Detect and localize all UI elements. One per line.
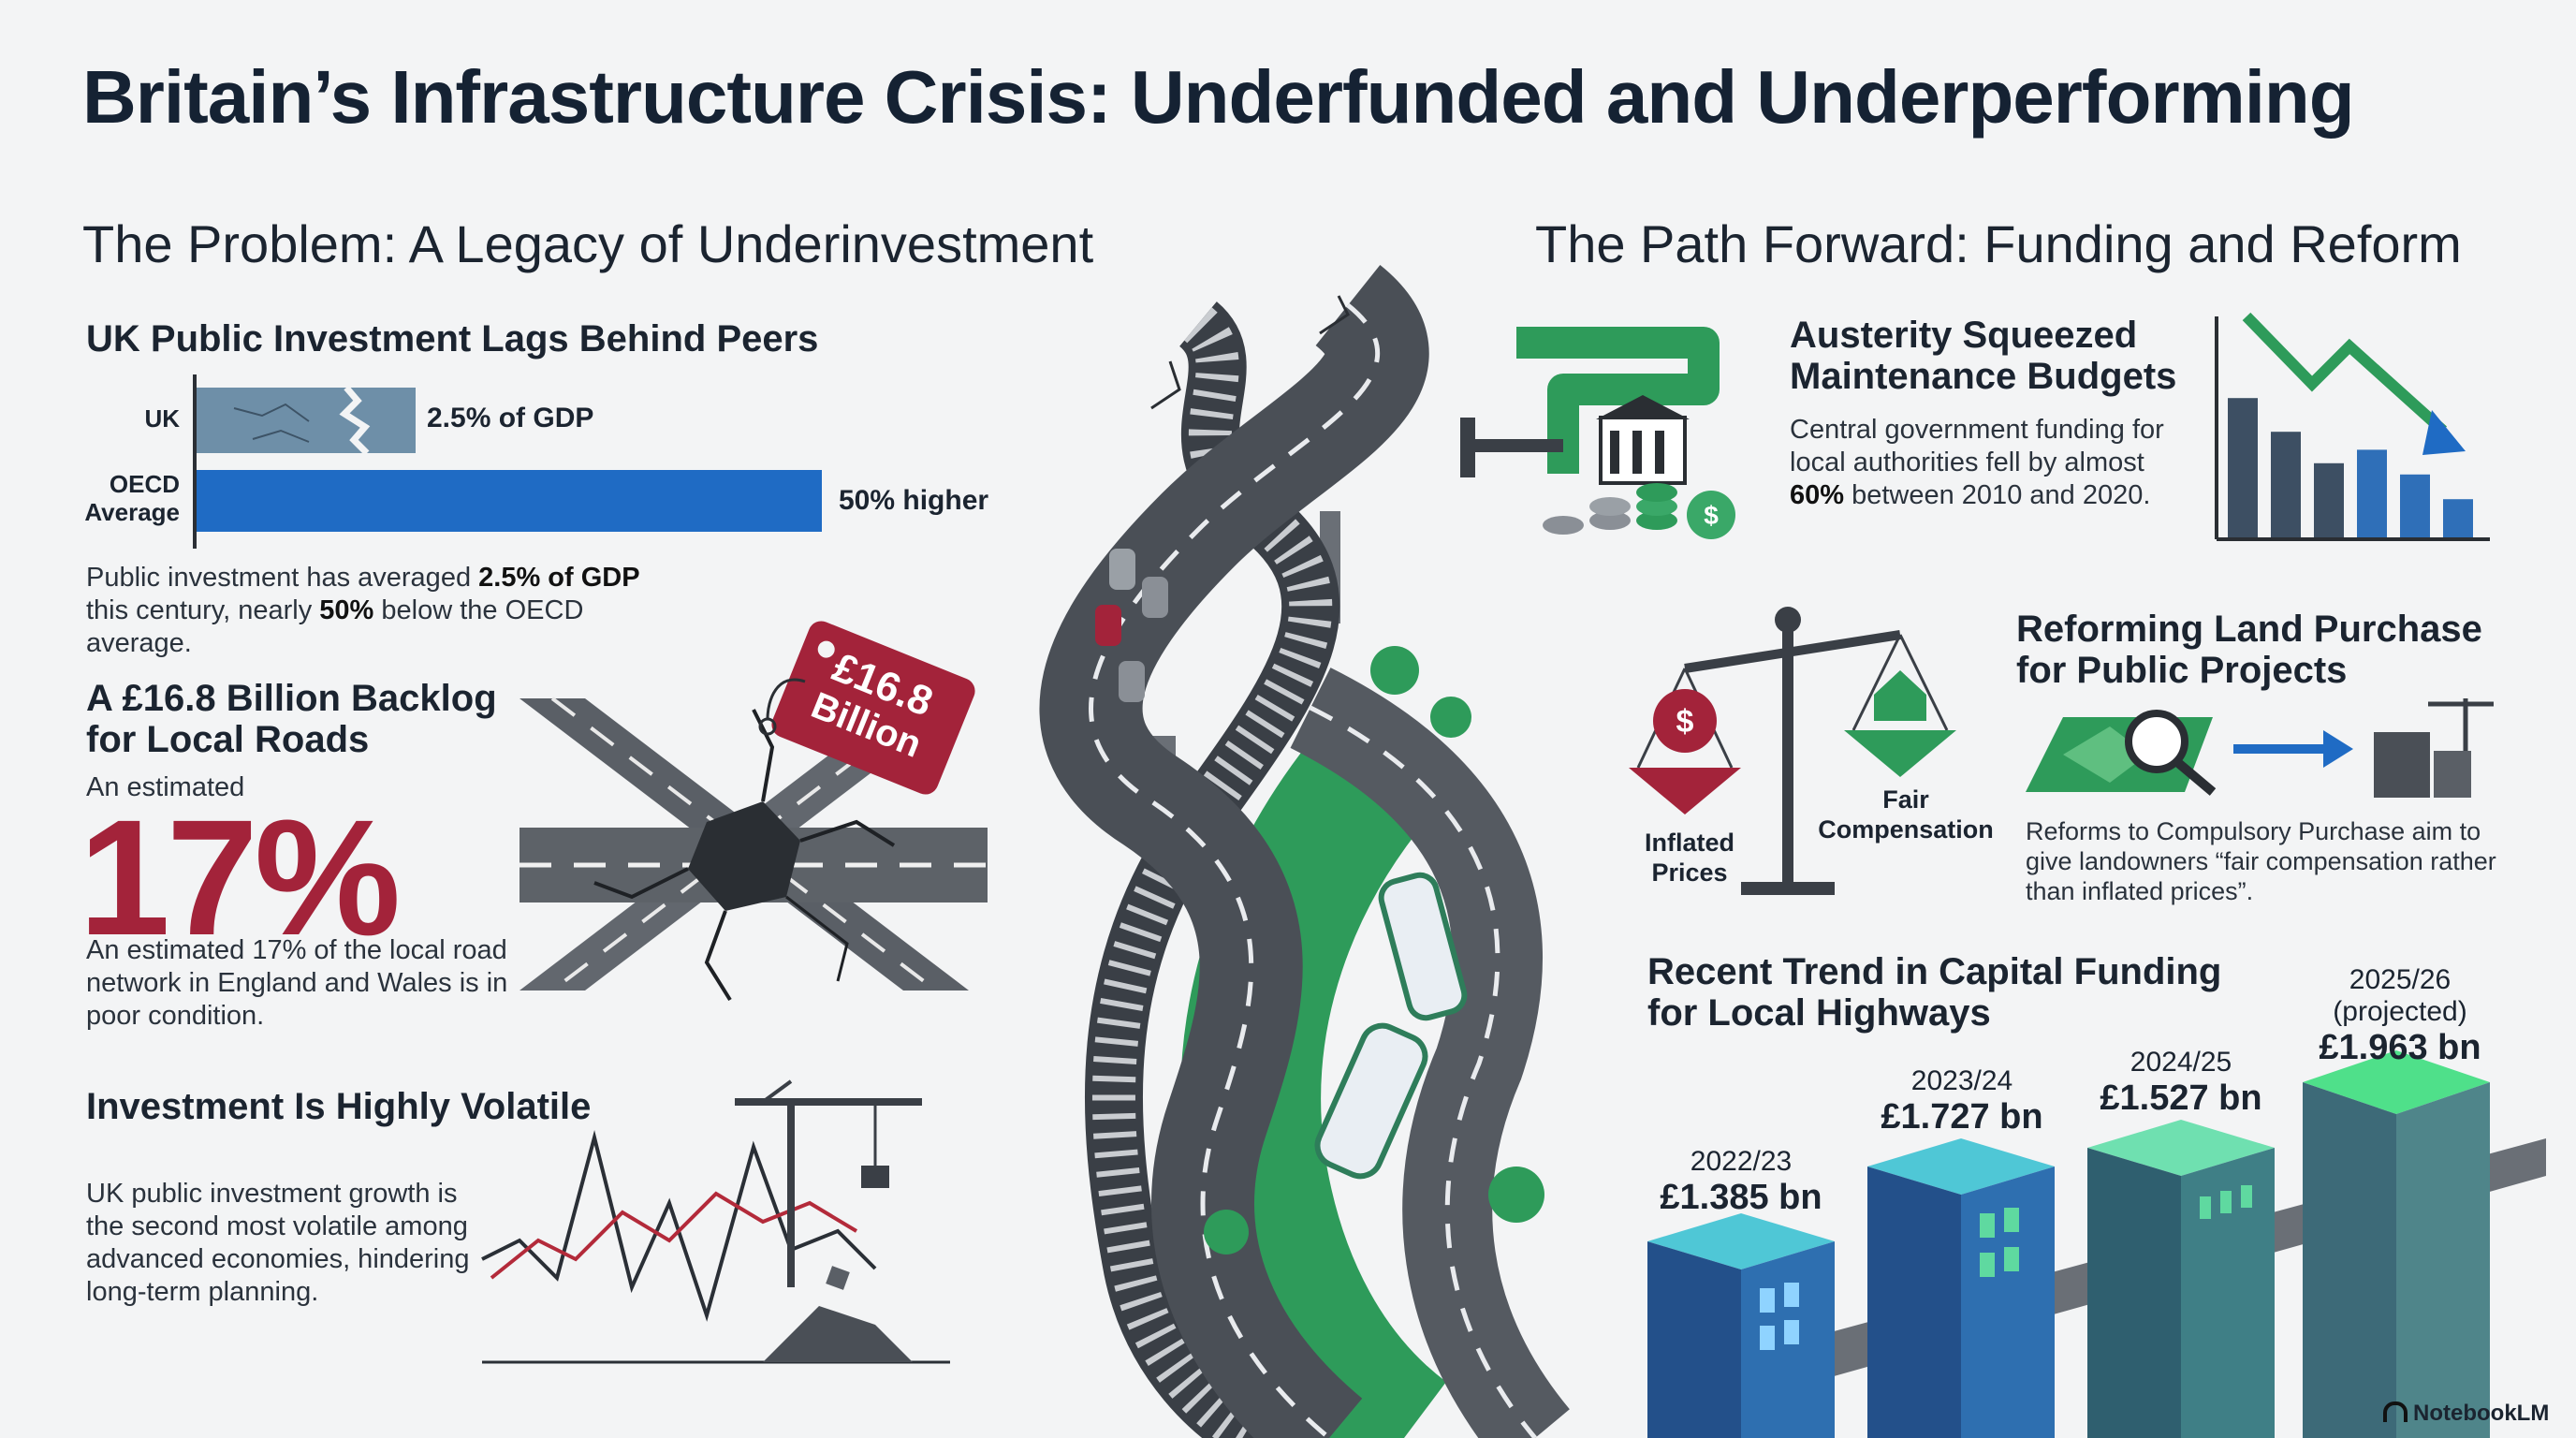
austerity-heading: Austerity Squeezed Maintenance Budgets — [1790, 315, 2177, 397]
svg-text:$: $ — [1676, 704, 1694, 740]
funding-item-2023: 2023/24 £1.727 bn — [1881, 1065, 2043, 1137]
clamp-bank-icon: $ — [1460, 327, 1735, 539]
notebooklm-logo-icon — [2383, 1401, 2408, 1422]
decline-bar — [2400, 474, 2430, 537]
uk-investment-bar — [197, 388, 416, 453]
bar-axis — [193, 374, 197, 549]
uk-bar-label: UK — [144, 404, 180, 433]
volatile-body: UK public investment growth is the secon… — [86, 1179, 470, 1307]
backlog-body: An estimated 17% of the local road netwo… — [86, 935, 508, 1031]
balance-scale-icon: $ — [1629, 607, 1956, 895]
crack-icon — [233, 388, 371, 453]
funding-towers-illustration — [1647, 1050, 2546, 1438]
backlog-estimated-label: An estimated — [86, 772, 245, 802]
road-and-rail-illustration — [1039, 265, 1571, 1438]
tag-string-icon — [758, 678, 806, 736]
land-body: Reforms to Compulsory Purchase aim to gi… — [2026, 817, 2496, 905]
oecd-value: 50% higher — [839, 485, 989, 516]
funding-item-2022: 2022/23 £1.385 bn — [1660, 1146, 1822, 1217]
volatile-heading: Investment Is Highly Volatile — [86, 1086, 592, 1127]
problem-heading: The Problem: A Legacy of Underinvestment — [82, 214, 1094, 273]
funding-tower-2022 — [1647, 1213, 1835, 1438]
declining-bar-chart-icon — [2215, 312, 2490, 541]
notebooklm-badge: NotebookLM — [2383, 1401, 2549, 1427]
decline-bar — [2357, 449, 2387, 537]
page-title: Britain’s Infrastructure Crisis: Underfu… — [82, 55, 2355, 139]
funding-item-2025: 2025/26 (projected) £1.963 bn — [2319, 964, 2481, 1067]
austerity-body: Central government funding for local aut… — [1790, 415, 2164, 510]
decline-bar — [2228, 398, 2258, 537]
peers-heading: UK Public Investment Lags Behind Peers — [86, 318, 819, 360]
svg-text:$: $ — [1704, 501, 1719, 530]
oecd-bar-label: OECD Average — [84, 470, 180, 526]
cracked-crossroad-icon — [520, 697, 988, 1002]
uk-value: 2.5% of GDP — [427, 403, 594, 433]
peers-body: Public investment has averaged 2.5% of G… — [86, 563, 640, 658]
forward-heading: The Path Forward: Funding and Reform — [1535, 214, 2462, 273]
funding-item-2024: 2024/25 £1.527 bn — [2100, 1047, 2262, 1118]
decline-bar — [2314, 462, 2344, 537]
volatility-chart-icon — [481, 1079, 950, 1364]
fair-compensation-label: Fair Compensation — [1818, 785, 1994, 844]
oecd-investment-bar — [197, 470, 822, 532]
backlog-big-stat: 17% — [79, 786, 401, 970]
funding-tower-2024 — [2087, 1120, 2275, 1438]
land-heading: Reforming Land Purchase for Public Proje… — [2016, 609, 2482, 691]
decline-bar — [2271, 432, 2301, 537]
funding-tower-2023 — [1867, 1138, 2055, 1438]
backlog-heading: A £16.8 Billion Backlog for Local Roads — [86, 678, 497, 760]
funding-heading: Recent Trend in Capital Funding for Loca… — [1647, 951, 2222, 1034]
inflated-prices-label: Inflated Prices — [1644, 829, 1734, 887]
funding-tower-2025 — [2303, 1050, 2490, 1438]
decline-bar — [2443, 499, 2473, 537]
land-map-to-building-icon — [2026, 698, 2494, 798]
